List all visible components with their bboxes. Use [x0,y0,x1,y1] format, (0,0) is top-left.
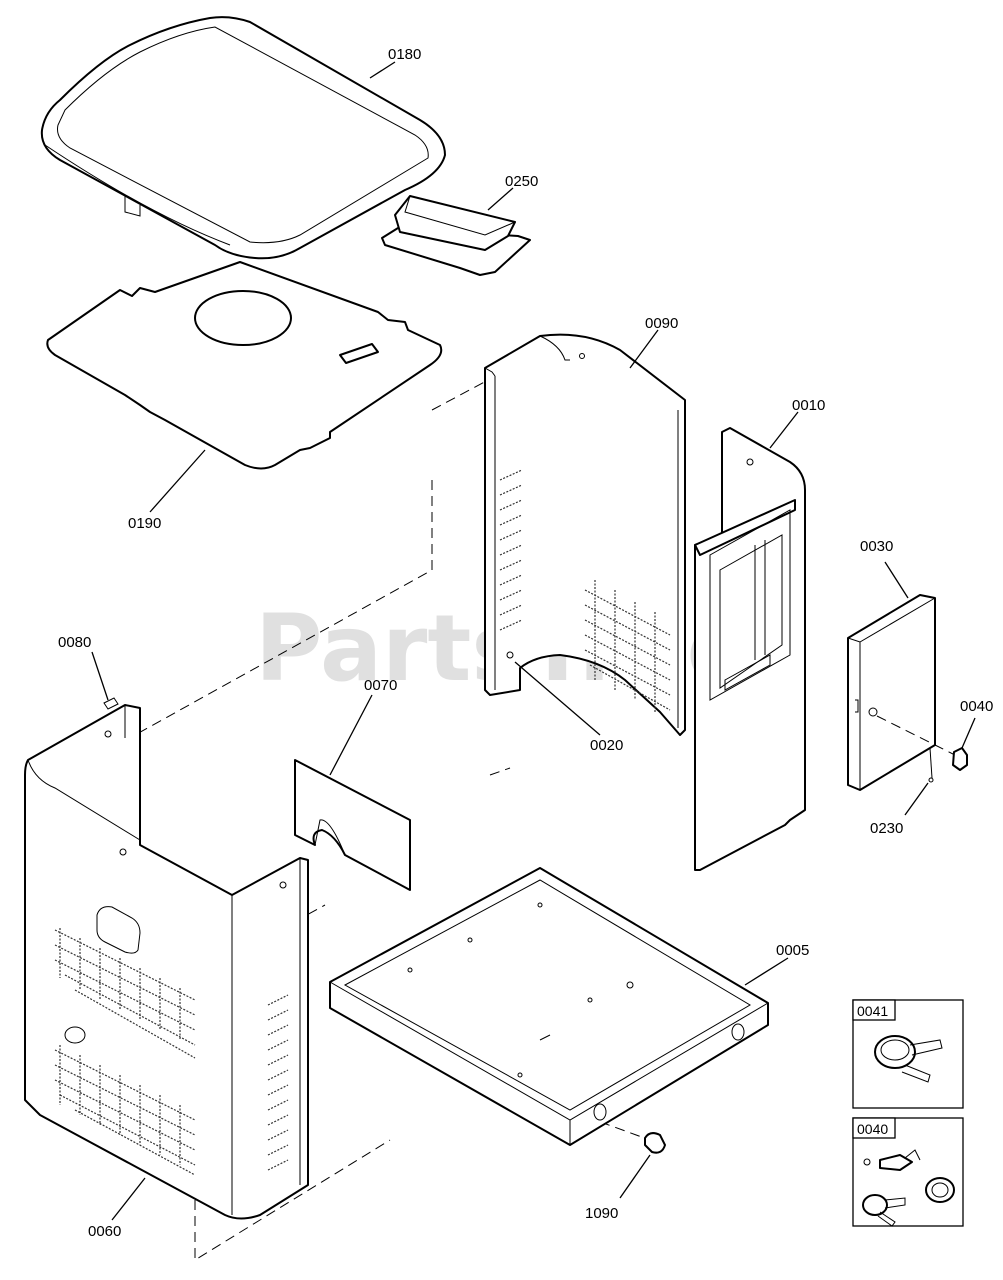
label-0005: 0005 [776,942,809,959]
part-0060-housing-wrapper [24,704,309,1220]
label-0250: 0250 [505,173,538,190]
label-0020: 0020 [590,737,623,754]
part-0030-access-door [847,594,956,791]
label-0190: 0190 [128,515,161,532]
part-1090-foot [619,1132,666,1199]
label-0090: 0090 [645,315,678,332]
part-0190-top-plate [46,261,443,470]
guide-line [134,480,433,736]
label-0230: 0230 [870,820,903,837]
part-0010-front-panel [694,427,806,871]
part-0040-lock [952,717,976,771]
label-0180: 0180 [388,46,421,63]
part-0250-vent [381,195,531,276]
guide-line [194,1139,391,1261]
guide-line [431,377,493,411]
label-0080: 0080 [58,634,91,651]
guide-line [489,767,511,776]
part-0005-base [329,867,769,1146]
label-0010: 0010 [792,397,825,414]
label-0030: 0030 [860,538,893,555]
label-0070: 0070 [364,677,397,694]
part-0070-insulation [294,759,411,891]
inset-0041-keys: 0041 [852,999,964,1109]
label-1090: 1090 [585,1205,618,1222]
part-0230-screw [904,747,934,816]
label-0040: 0040 [960,698,993,715]
part-0080-screw [91,651,119,710]
part-0090-back-panel [484,333,686,736]
inset-0040-lock-set: 0040 [852,1117,964,1227]
part-0180-top-cover [40,16,446,260]
inset-0040-label: 0040 [857,1121,888,1137]
inset-0041-label: 0041 [857,1003,888,1019]
label-0060: 0060 [88,1223,121,1240]
